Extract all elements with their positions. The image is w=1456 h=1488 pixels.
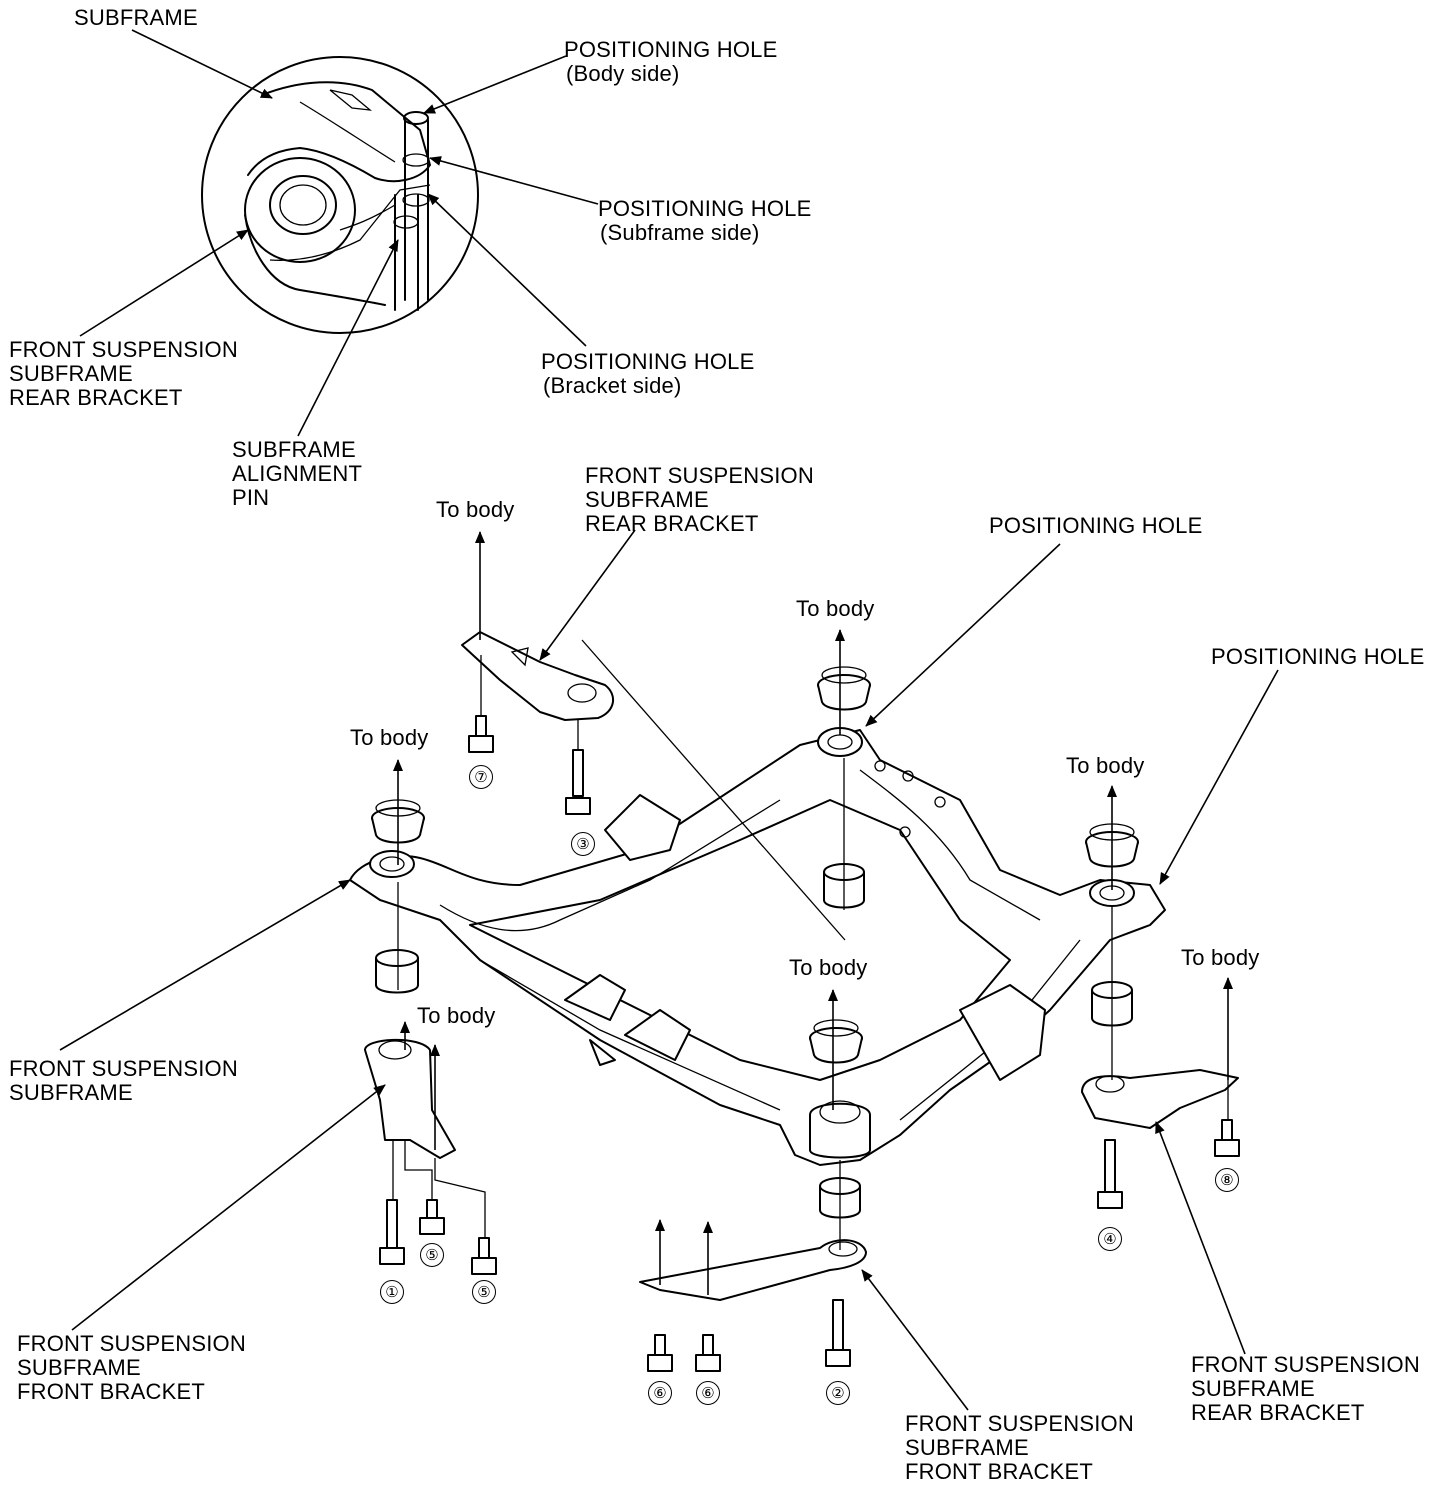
label-line: SUBFRAME — [905, 1435, 1029, 1460]
label-subframe: SUBFRAME — [74, 5, 198, 30]
label-hole-bracket-side: POSITIONING HOLE (Bracket side) — [541, 350, 754, 398]
label-line: SUBFRAME — [585, 487, 709, 512]
label-to-body-3: To body — [350, 725, 429, 750]
label-line: SUBFRAME — [9, 361, 133, 386]
label-to-body-5: To body — [789, 955, 868, 980]
label-alignment-pin: SUBFRAME ALIGNMENT PIN — [232, 438, 362, 510]
label-positioning-hole-1: POSITIONING HOLE — [989, 513, 1203, 538]
label-detail-rear-bracket: FRONT SUSPENSION SUBFRAME REAR BRACKET — [9, 338, 238, 410]
label-line: FRONT BRACKET — [905, 1459, 1093, 1484]
label-front-bracket-bottom: FRONT SUSPENSION SUBFRAME FRONT BRACKET — [905, 1412, 1134, 1484]
label-positioning-hole-2: POSITIONING HOLE — [1211, 644, 1425, 669]
bolt-number-6b: ⑥ — [696, 1381, 720, 1405]
label-rear-bracket-right: FRONT SUSPENSION SUBFRAME REAR BRACKET — [1191, 1353, 1420, 1425]
label-to-body-1: To body — [436, 497, 515, 522]
label-line: FRONT SUSPENSION — [585, 463, 814, 488]
bolt-number-1: ① — [380, 1280, 404, 1304]
bolt-number-5a: ⑤ — [420, 1243, 444, 1267]
detail-view — [201, 56, 479, 334]
bracket-parts — [364, 631, 1239, 1301]
label-line: SUBFRAME — [9, 1080, 133, 1105]
label-to-body-6: To body — [1181, 945, 1260, 970]
main-leaders — [59, 529, 1279, 1411]
bolt-number-4: ④ — [1098, 1227, 1122, 1251]
label-line: FRONT SUSPENSION — [9, 337, 238, 362]
label-front-suspension-subframe: FRONT SUSPENSION SUBFRAME — [9, 1057, 238, 1105]
label-line: FRONT SUSPENSION — [17, 1331, 246, 1356]
label-line: ALIGNMENT — [232, 461, 363, 486]
label-to-body-2: To body — [796, 596, 875, 621]
label-line: FRONT SUSPENSION — [1191, 1352, 1420, 1377]
label-rear-bracket-top: FRONT SUSPENSION SUBFRAME REAR BRACKET — [585, 464, 814, 536]
bolt-number-3: ③ — [571, 832, 595, 856]
detail-leaders — [79, 29, 599, 437]
label-to-body-4: To body — [1066, 753, 1145, 778]
label-front-bracket-left: FRONT SUSPENSION SUBFRAME FRONT BRACKET — [17, 1332, 246, 1404]
bolt-number-8: ⑧ — [1215, 1168, 1239, 1192]
label-line: FRONT SUSPENSION — [905, 1411, 1134, 1436]
label-line: (Bracket side) — [543, 373, 682, 398]
label-line: REAR BRACKET — [585, 511, 759, 536]
label-line: SUBFRAME — [1191, 1376, 1315, 1401]
front-suspension-subframe-drawing — [349, 727, 1166, 1166]
bolts — [379, 715, 1240, 1372]
bolt-number-5b: ⑤ — [472, 1280, 496, 1304]
label-to-body-7: To body — [417, 1003, 496, 1028]
bolt-number-2: ② — [826, 1381, 850, 1405]
label-line: (Subframe side) — [600, 220, 760, 245]
label-line: SUBFRAME — [17, 1355, 141, 1380]
label-line: FRONT SUSPENSION — [9, 1056, 238, 1081]
label-line: (Body side) — [566, 61, 680, 86]
label-line: PIN — [232, 485, 270, 510]
label-line: REAR BRACKET — [9, 385, 183, 410]
bolt-number-7: ⑦ — [469, 765, 493, 789]
label-line: FRONT BRACKET — [17, 1379, 205, 1404]
label-hole-body-side: POSITIONING HOLE (Body side) — [564, 38, 777, 86]
label-line: REAR BRACKET — [1191, 1400, 1365, 1425]
label-line: POSITIONING HOLE — [598, 196, 812, 221]
label-line: POSITIONING HOLE — [541, 349, 755, 374]
bolt-number-6a: ⑥ — [648, 1381, 672, 1405]
label-line: POSITIONING HOLE — [564, 37, 778, 62]
label-line: SUBFRAME — [232, 437, 356, 462]
label-hole-subframe-side: POSITIONING HOLE (Subframe side) — [598, 197, 811, 245]
